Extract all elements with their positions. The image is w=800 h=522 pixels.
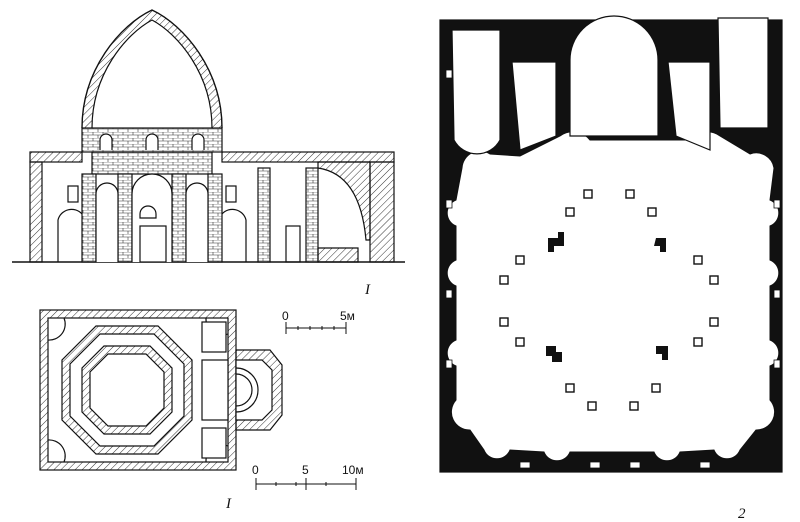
column-ring [499, 189, 719, 411]
large-plan [439, 15, 783, 473]
large-plan-label: 2 [738, 506, 746, 522]
scale-large-zero: 0 [252, 463, 259, 477]
scale-small-end: 5м [340, 309, 355, 323]
scale-small-zero: 0 [282, 309, 289, 323]
scale-bar-small [285, 322, 347, 334]
l-piers [546, 232, 668, 362]
section-label: I [364, 282, 371, 298]
small-plan-label: I [225, 496, 232, 512]
scale-large-mid: 5 [302, 463, 309, 477]
section-elevation [12, 9, 405, 263]
scale-bar-large [255, 478, 357, 490]
scale-large-end: 10м [342, 463, 364, 477]
small-plan [39, 309, 283, 471]
